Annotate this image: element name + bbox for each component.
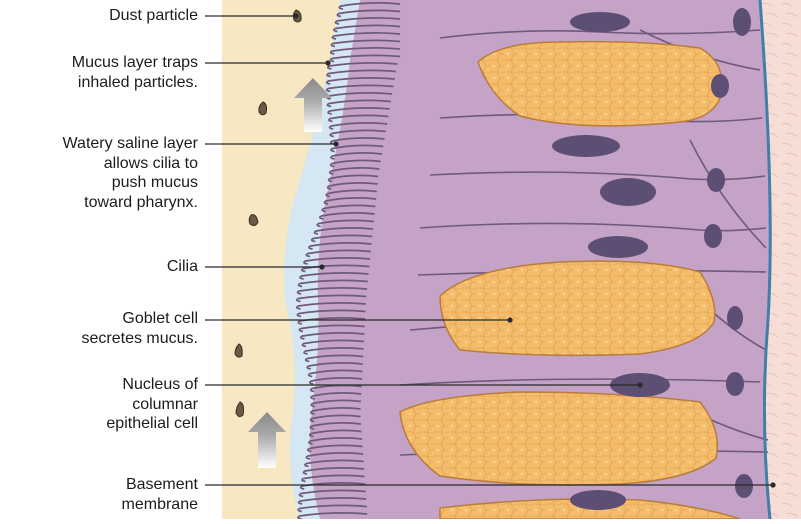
label-line: push mucus [63,173,198,193]
label-line: Mucus layer traps [72,53,198,73]
label-line: Dust particle [109,6,198,26]
label-line: membrane [122,495,198,515]
label-line: Cilia [167,257,198,277]
label-line: allows cilia to [63,154,198,174]
cilia-leader-dot [319,264,324,269]
label-line: Goblet cell [82,309,198,329]
label-dust-particle: Dust particle [109,6,198,26]
label-line: toward pharynx. [63,193,198,213]
goblet-leader-dot [507,317,512,322]
label-line: epithelial cell [106,414,198,434]
label-line: Nucleus of [106,375,198,395]
basement-leader-dot [770,482,775,487]
label-line: secretes mucus. [82,329,198,349]
saline-leader-dot [333,141,338,146]
dust-leader-dot [293,13,298,18]
label-line: Watery saline layer [63,134,198,154]
label-line: inhaled particles. [72,73,198,93]
nucleus-leader-dot [637,382,642,387]
mucus-leader-dot [325,60,330,65]
label-line: columnar [106,395,198,415]
label-line: Basement [122,475,198,495]
label-cilia: Cilia [167,257,198,277]
